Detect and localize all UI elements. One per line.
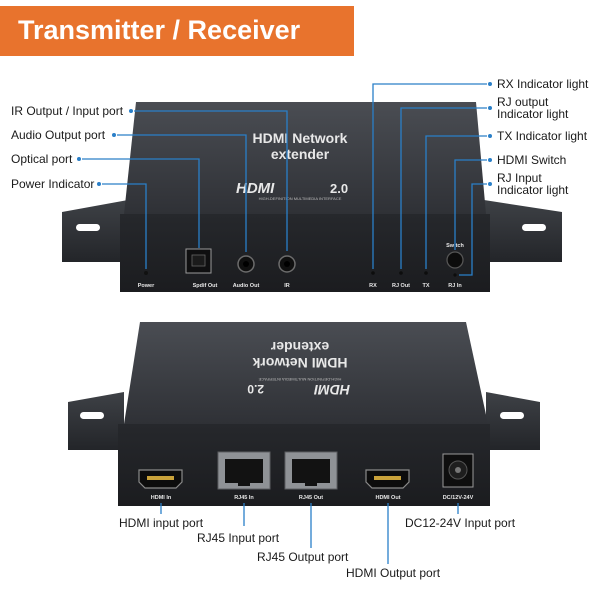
- callout-power: Power Indicator: [11, 177, 94, 191]
- device-top-surface: [124, 102, 486, 214]
- audio-port-label: Audio Out: [233, 283, 260, 289]
- callout-tx: TX Indicator light: [497, 129, 588, 143]
- leader-power-dot: [97, 182, 101, 186]
- leader-ir: [134, 110, 288, 251]
- leader-power: [102, 183, 147, 269]
- hdmi-version: 2.0: [330, 181, 348, 196]
- hdmi-out-port-label: HDMI Out: [375, 495, 400, 501]
- power-port-label: Power: [138, 283, 155, 289]
- power-indicator-icon: [144, 271, 148, 275]
- left-ear-slot: [76, 224, 100, 231]
- optical-port-inner: [191, 254, 206, 267]
- hdmi-tagline: HIGH-DEFINITION MULTIMEDIA INTERFACE: [259, 196, 342, 201]
- rear-left-mounting-ear: [68, 392, 124, 450]
- callout-rj-input-line2: Indicator light: [497, 183, 569, 197]
- tx-led-icon: [424, 271, 428, 275]
- rj-out-led-icon: [399, 271, 403, 275]
- dc-port-label: DC/12V-24V: [443, 495, 474, 501]
- dc-jack-pin: [455, 467, 461, 473]
- leader-ir-dot: [129, 109, 133, 113]
- callout-dc-input: DC12-24V Input port: [405, 516, 516, 530]
- right-ear-slot: [522, 224, 546, 231]
- rj45-out-socket: [292, 459, 330, 483]
- callout-rj-output-line2: Indicator light: [497, 107, 569, 121]
- ir-port-label: IR: [284, 283, 290, 289]
- rear-device-markings: HDMI 2.0 HIGH-DEFINITION MULTIMEDIA INTE…: [247, 339, 350, 398]
- rj45-in-socket: [225, 459, 263, 483]
- rj45-out-port-label: RJ45 Out: [299, 495, 323, 501]
- callout-labels: IR Output / Input port Audio Output port…: [11, 77, 589, 580]
- rear-hdmi-tagline: HIGH-DEFINITION MULTIMEDIA INTERFACE: [258, 377, 341, 382]
- rear-right-ear-slot: [500, 412, 524, 419]
- leader-hdmi-switch-dot: [488, 158, 492, 162]
- transmitter-device: HDMI Network extender HDMI 2.0 HIGH-DEFI…: [62, 102, 562, 292]
- title-banner: Transmitter / Receiver: [0, 6, 354, 56]
- device-front-face: [120, 214, 490, 292]
- rj-in-led-icon: [453, 273, 457, 277]
- leader-optical: [82, 158, 200, 248]
- callout-hdmi-input: HDMI input port: [119, 516, 204, 530]
- leader-tx-dot: [488, 134, 492, 138]
- rx-led-icon: [371, 271, 375, 275]
- rj-in-port-label: RJ In: [448, 283, 462, 289]
- spdif-port-label: Spdif Out: [193, 283, 218, 289]
- leader-rx: [372, 83, 487, 269]
- callout-rj45-output: RJ45 Output port: [257, 550, 349, 564]
- leader-tx: [425, 135, 487, 269]
- callout-optical: Optical port: [11, 152, 73, 166]
- receiver-device: HDMI 2.0 HIGH-DEFINITION MULTIMEDIA INTE…: [68, 322, 540, 506]
- callout-ir: IR Output / Input port: [11, 104, 124, 118]
- ir-jack-hole: [284, 261, 290, 267]
- rear-hdmi-version: 2.0: [247, 382, 264, 396]
- leader-rj-output-dot: [488, 106, 492, 110]
- leader-audio: [117, 134, 247, 252]
- rear-hdmi-logo: HDMI: [313, 382, 350, 398]
- device-name-line1: HDMI Network: [253, 130, 348, 146]
- rx-port-label: RX: [369, 283, 377, 289]
- page-title: Transmitter / Receiver: [18, 15, 301, 45]
- callout-rj45-input: RJ45 Input port: [197, 531, 280, 545]
- leader-rj-output: [400, 107, 487, 269]
- right-mounting-ear: [484, 200, 562, 262]
- rear-left-ear-slot: [80, 412, 104, 419]
- rj45-in-tab: [238, 481, 250, 486]
- callout-rj-input-line1: RJ Input: [497, 171, 542, 185]
- leader-rj-input: [459, 183, 487, 276]
- optical-port-icon: [185, 248, 212, 274]
- leader-lines: [77, 82, 492, 564]
- tx-port-label: TX: [422, 283, 429, 289]
- hdmi-in-contacts: [147, 476, 174, 480]
- rear-device-top-surface: [124, 322, 488, 424]
- hdmi-switch-button-icon: [446, 251, 464, 269]
- rear-device-name-line2: extender: [270, 339, 329, 355]
- callout-rj-output-line1: RJ output: [497, 95, 549, 109]
- rj45-out-tab: [305, 481, 317, 486]
- leader-audio-dot: [112, 133, 116, 137]
- callout-hdmi-switch: HDMI Switch: [497, 153, 566, 167]
- device-name-line2: extender: [271, 146, 330, 162]
- leader-rx-dot: [488, 82, 492, 86]
- callout-hdmi-output: HDMI Output port: [346, 566, 441, 580]
- hdmi-in-port-label: HDMI In: [151, 495, 172, 501]
- callout-audio: Audio Output port: [11, 128, 106, 142]
- hdmi-logo: HDMI: [236, 180, 275, 197]
- leader-rj-input-dot: [488, 182, 492, 186]
- leader-optical-dot: [77, 157, 81, 161]
- rj45-in-port-label: RJ45 In: [234, 495, 254, 501]
- callout-rx: RX Indicator light: [497, 77, 589, 91]
- leader-hdmi-switch: [454, 159, 487, 250]
- rj-out-port-label: RJ Out: [392, 283, 410, 289]
- audio-jack-hole: [243, 261, 249, 267]
- hdmi-out-contacts: [374, 476, 401, 480]
- rear-right-mounting-ear: [486, 392, 540, 450]
- rear-device-name-line1: HDMI Network: [252, 355, 347, 371]
